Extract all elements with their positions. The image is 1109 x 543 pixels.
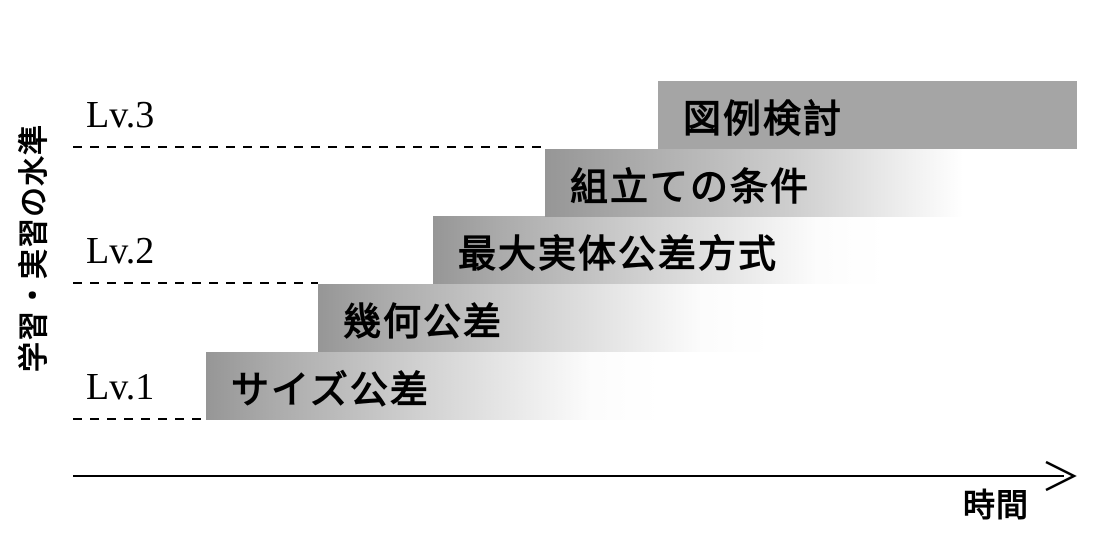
- step-bar-label: 最大実体公差方式: [458, 231, 779, 276]
- level-dashed-line-lv1: [73, 418, 206, 420]
- step-bar-label: 組立ての条件: [570, 164, 811, 209]
- step-bar-geometric-tolerance: 幾何公差: [318, 284, 770, 352]
- level-dashed-line-lv2: [73, 282, 318, 284]
- y-axis-label: 学習・実習の水準: [17, 124, 52, 372]
- step-bar-assembly-conditions: 組立ての条件: [545, 149, 963, 217]
- step-bar-maximum-material: 最大実体公差方式: [433, 216, 885, 284]
- step-bar-label: サイズ公差: [231, 367, 430, 412]
- step-bar-drawing-example-review: 図例検討: [658, 81, 1077, 149]
- level-dashed-line-lv3: [73, 146, 543, 148]
- step-bar-size-tolerance: サイズ公差: [206, 352, 660, 420]
- x-axis-label: 時間: [963, 486, 1030, 524]
- x-axis-arrow: [73, 460, 1077, 492]
- level-label-lv1: Lv.1: [86, 366, 155, 408]
- level-label-lv2: Lv.2: [86, 230, 155, 272]
- arrow-right-icon: [1045, 460, 1077, 492]
- level-label-lv3: Lv.3: [86, 94, 155, 136]
- step-bar-label: 幾何公差: [343, 299, 504, 344]
- step-bar-label: 図例検討: [683, 96, 844, 141]
